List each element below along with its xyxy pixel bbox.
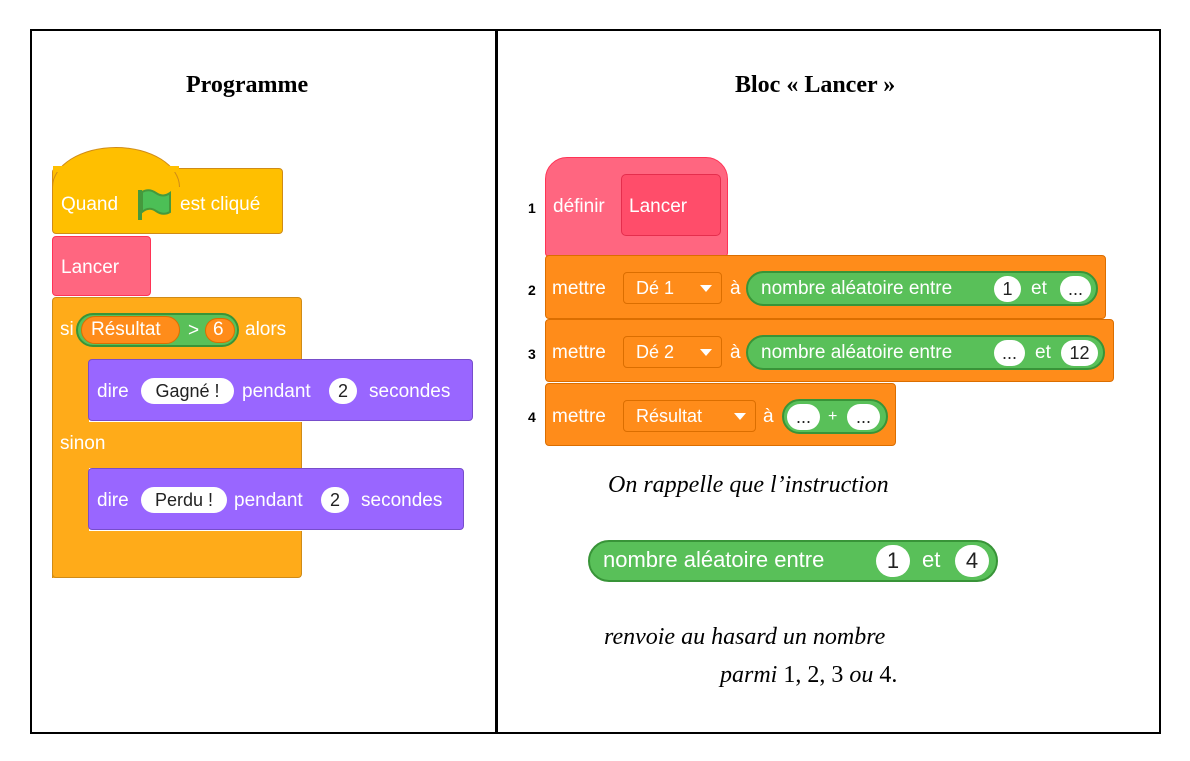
de1-dropdown-label: Dé 1 (636, 278, 675, 298)
note-last-value: 4. (879, 662, 898, 688)
random-label-1: nombre aléatoire entre (761, 278, 953, 299)
lancer-call-label: Lancer (61, 257, 120, 278)
and-label-2: et (1035, 342, 1051, 363)
random-label-2: nombre aléatoire entre (761, 342, 953, 363)
note-ou: ou (849, 662, 874, 688)
dropdown-arrow-icon (700, 285, 712, 292)
if-label: si (60, 319, 74, 340)
say-label-2: dire (97, 490, 129, 511)
to-label-2: à (730, 342, 741, 363)
note-line-2: renvoie au hasard un nombre (604, 624, 886, 650)
random-operator-2[interactable] (746, 335, 1105, 370)
de1-dropdown[interactable]: Dé 1 (623, 272, 722, 304)
set-label-2: mettre (552, 342, 606, 363)
and-label-1: et (1031, 278, 1047, 299)
to-label-3: à (763, 406, 774, 427)
resultat-reporter[interactable] (81, 316, 180, 344)
right-title: Bloc « Lancer » (735, 72, 896, 98)
column-divider (495, 29, 498, 734)
line-number-2: 2 (528, 282, 536, 298)
addend-2-blank[interactable]: ... (847, 404, 880, 430)
line-number-3: 3 (528, 346, 536, 362)
hat-cap-joint (53, 166, 179, 172)
seconds-label-2: secondes (361, 490, 443, 511)
lancer-call-block[interactable] (52, 236, 151, 296)
seconds-label-1: secondes (369, 381, 451, 402)
random-operator-1[interactable] (746, 271, 1098, 306)
else-section (52, 422, 302, 468)
resultat-reporter-label: Résultat (91, 319, 161, 340)
random2-min-blank[interactable]: ... (994, 340, 1025, 366)
resultat-dropdown[interactable]: Résultat (623, 400, 756, 432)
six-value-label: 6 (213, 319, 224, 340)
dropdown-arrow-icon (734, 413, 746, 420)
define-lancer-label: Lancer (629, 196, 688, 217)
note-values: 1, 2, 3 (783, 662, 844, 688)
line-number-4: 4 (528, 409, 536, 425)
say-label-1: dire (97, 381, 129, 402)
random1-min-value[interactable]: 1 (994, 276, 1021, 302)
de2-dropdown-label: Dé 2 (636, 342, 675, 362)
when-label: Quand (61, 194, 119, 215)
random-example-label: nombre aléatoire entre (603, 547, 825, 572)
set-label-3: mettre (552, 406, 606, 427)
else-label: sinon (60, 433, 106, 454)
line-number-1: 1 (528, 200, 536, 216)
if-else-bottom (52, 531, 302, 578)
to-label-1: à (730, 278, 741, 299)
random2-max-value[interactable]: 12 (1061, 340, 1098, 366)
note-line-3: parmi 1, 2, 3 ou 4. (720, 662, 897, 689)
define-prototype[interactable] (621, 174, 721, 236)
resultat-dropdown-label: Résultat (636, 406, 703, 426)
random-example-pill (588, 540, 998, 582)
during-label-1: pendant (242, 381, 311, 402)
random-example-min: 1 (876, 545, 910, 577)
random1-max-blank[interactable]: ... (1060, 276, 1091, 302)
addend-1-blank[interactable]: ... (787, 404, 820, 430)
dropdown-arrow-icon (700, 349, 712, 356)
left-title: Programme (186, 72, 309, 98)
then-label: alors (245, 319, 287, 340)
greater-than-sign: > (188, 320, 200, 341)
perdu-value[interactable]: Perdu ! (141, 487, 227, 513)
define-label: définir (553, 196, 605, 217)
note-parmi: parmi (720, 662, 778, 688)
clicked-label: est cliqué (180, 194, 261, 215)
gagne-value[interactable]: Gagné ! (141, 378, 234, 404)
during-label-2: pendant (234, 490, 303, 511)
table-frame (30, 29, 1161, 734)
green-flag-icon[interactable] (136, 188, 172, 222)
seconds-value-1[interactable]: 2 (329, 378, 357, 404)
seconds-value-2[interactable]: 2 (321, 487, 349, 513)
random-example-max: 4 (955, 545, 989, 577)
six-value[interactable] (205, 318, 235, 343)
de2-dropdown[interactable]: Dé 2 (623, 336, 722, 368)
set-label-1: mettre (552, 278, 606, 299)
plus-sign: + (828, 408, 838, 425)
random-example-and: et (922, 547, 941, 572)
note-line-1: On rappelle que l’instruction (608, 472, 889, 498)
